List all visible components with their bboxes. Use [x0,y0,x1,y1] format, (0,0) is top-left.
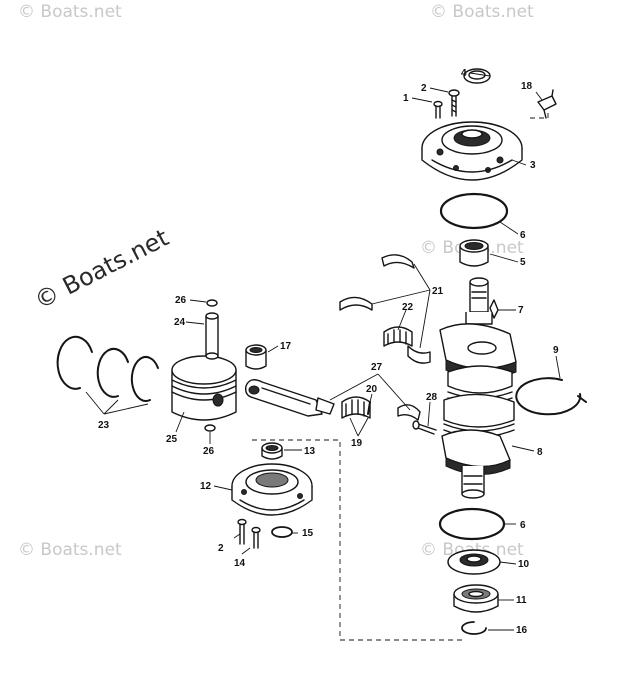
lockwasher-lower [251,526,261,549]
piston [171,355,237,421]
dowel-20 [367,401,371,415]
watermark-top-left: © Boats.net [18,2,122,22]
o-ring-bottom [438,507,506,541]
rod-bearing-cage [341,326,413,419]
callout-19: 19 [351,438,363,449]
callout-18: 18 [521,81,533,92]
callout-23: 23 [98,420,110,431]
pin-retainer-bottom [204,424,216,432]
callout-7: 7 [518,305,524,316]
ball-bearing [453,584,499,613]
pin-retainer-top [206,299,218,307]
lockwasher-top [433,100,443,119]
seal-top [463,68,491,84]
upper-bearing-housing [421,121,523,181]
screw-top [448,89,460,117]
callout-13: 13 [304,446,316,457]
o-ring-15 [271,526,293,538]
callout-2-top: 2 [421,83,427,94]
callout-17: 17 [280,341,292,352]
callout-1: 1 [403,93,409,104]
callout-25: 25 [166,434,178,445]
o-ring-top [439,192,509,230]
callout-20: 20 [366,384,378,395]
crankshaft [439,277,517,499]
retaining-ring-16 [461,621,487,635]
piston-pin [205,312,219,360]
rod-bolt [412,420,437,435]
callout-15: 15 [302,528,314,539]
connecting-rod [244,379,335,417]
wrist-pin-bearing [245,344,267,370]
retaining-ring-9 [515,377,587,416]
callout-8: 8 [537,447,543,458]
callout-9: 9 [553,345,559,356]
leader-lines [85,72,561,631]
callout-6-top: 6 [520,230,526,241]
piston-rings [56,335,159,402]
callout-16: 16 [516,625,528,636]
callout-4: 4 [461,68,467,79]
callout-27: 27 [371,362,383,373]
callout-22: 22 [402,302,414,313]
callout-12: 12 [200,481,212,492]
callout-5: 5 [520,257,526,268]
screw-lower [237,518,247,545]
callout-labels: 1 2 3 4 5 6 7 8 9 10 11 12 13 14 15 16 1… [98,68,559,636]
clip-18 [537,89,557,119]
seal-lower [261,442,283,460]
callout-28: 28 [426,392,438,403]
callout-10: 10 [518,559,530,570]
watermark-bottom-left: © Boats.net [18,540,122,560]
needle-bearing [459,239,489,267]
callout-26-bottom: 26 [203,446,215,457]
callout-14: 14 [234,558,246,569]
callout-26-top: 26 [175,295,187,306]
rod-cap [339,254,431,421]
callout-2-bottom: 2 [218,543,224,554]
lower-plate [447,549,501,575]
watermark-top-right: © Boats.net [430,2,534,22]
callout-3: 3 [530,160,536,171]
lower-bearing-housing [231,463,313,516]
callout-6-bottom: 6 [520,520,526,531]
callout-24: 24 [174,317,186,328]
callout-11: 11 [516,595,527,606]
callout-21: 21 [432,286,444,297]
